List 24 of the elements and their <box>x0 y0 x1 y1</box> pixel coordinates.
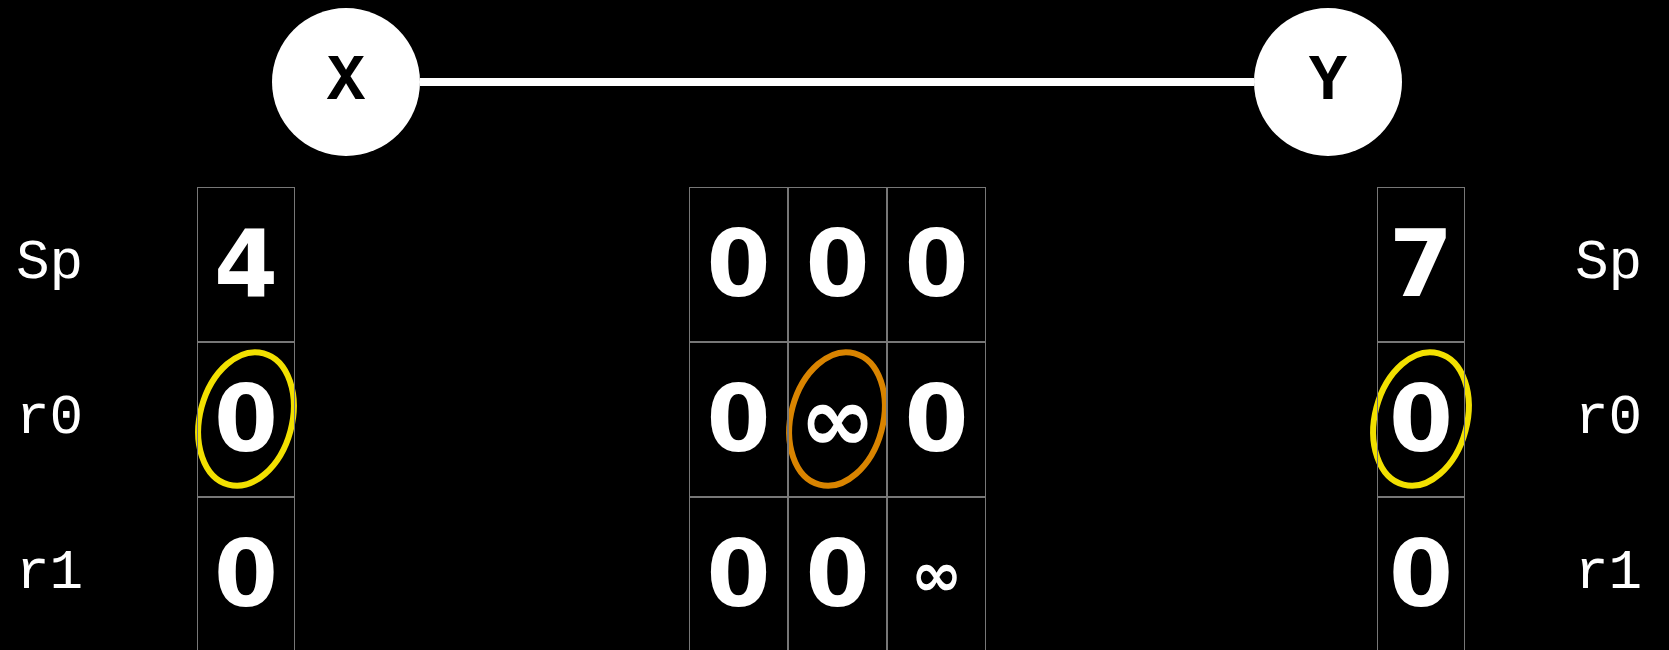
grid-cell: 0 <box>1377 342 1465 497</box>
node-circle: Y <box>1254 8 1402 156</box>
grid-cell: 0 <box>887 187 986 342</box>
grid-cell: 0 <box>197 342 295 497</box>
grid-cell: ∞ <box>887 497 986 650</box>
grid-cell: 7 <box>1377 187 1465 342</box>
connector-line <box>420 78 1254 86</box>
grid-cell: ∞ <box>788 342 887 497</box>
row-label: r0 <box>1575 387 1643 448</box>
grid-cell: 0 <box>689 342 788 497</box>
row-label: r0 <box>16 387 84 448</box>
grid-cell: 0 <box>1377 497 1465 650</box>
grid-cell: 0 <box>689 497 788 650</box>
grid-cell: 4 <box>197 187 295 342</box>
grid-cell: 0 <box>788 497 887 650</box>
row-label: r1 <box>16 542 84 603</box>
row-label: r1 <box>1575 542 1643 603</box>
node-circle: X <box>272 8 420 156</box>
grid-cell: 0 <box>197 497 295 650</box>
grid-cell: 0 <box>887 342 986 497</box>
row-label: Sp <box>16 232 84 293</box>
grid-cell: 0 <box>689 187 788 342</box>
grid-cell: 0 <box>788 187 887 342</box>
row-label: Sp <box>1575 232 1643 293</box>
